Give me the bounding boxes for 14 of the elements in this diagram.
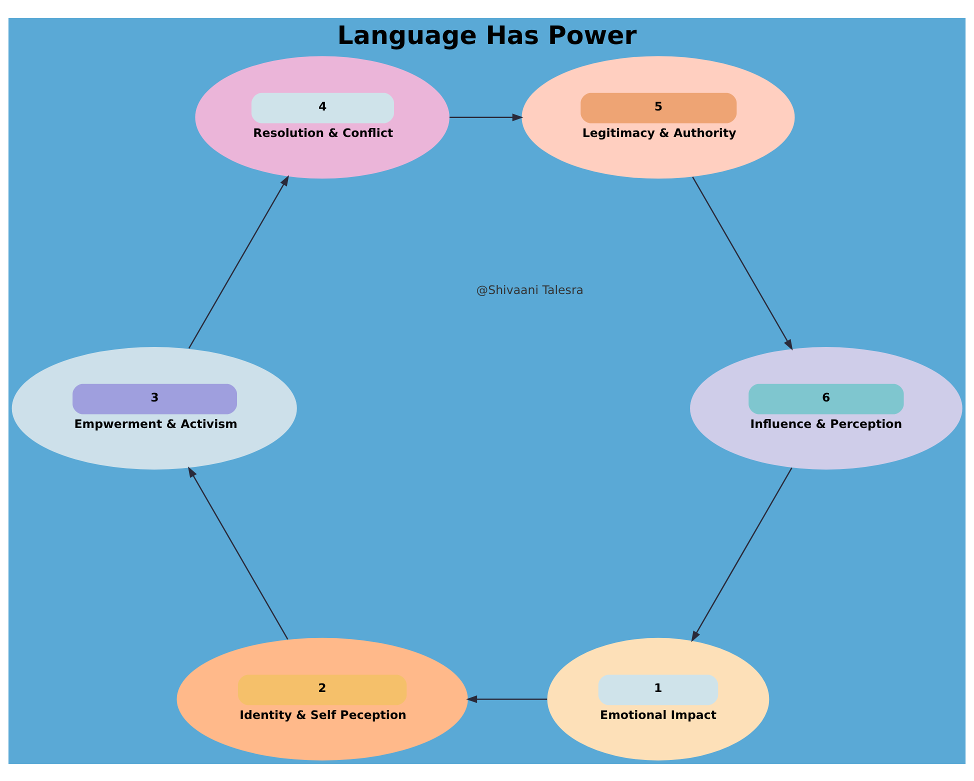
arrow [188, 174, 290, 348]
arrow [466, 694, 548, 703]
node-ellipse: 6 Influence & Perception [690, 346, 962, 470]
arrow [692, 176, 793, 350]
node-ellipse: 4 Resolution & Conflict [195, 56, 450, 178]
label: @Shivaani Talesra [476, 282, 584, 297]
arrow [188, 466, 288, 640]
node-ellipse: 5 Legitimacy & Authority [522, 56, 795, 178]
node-ellipse: 1 Emotional Impact [547, 637, 770, 760]
node-ellipse: 2 Identity & Self Peception [176, 637, 468, 760]
node-ellipse: 3 Empwerment & Activism [12, 346, 297, 470]
arrow [450, 113, 524, 121]
diagram-title: Language Has Power [337, 20, 637, 50]
arrow [691, 467, 792, 642]
